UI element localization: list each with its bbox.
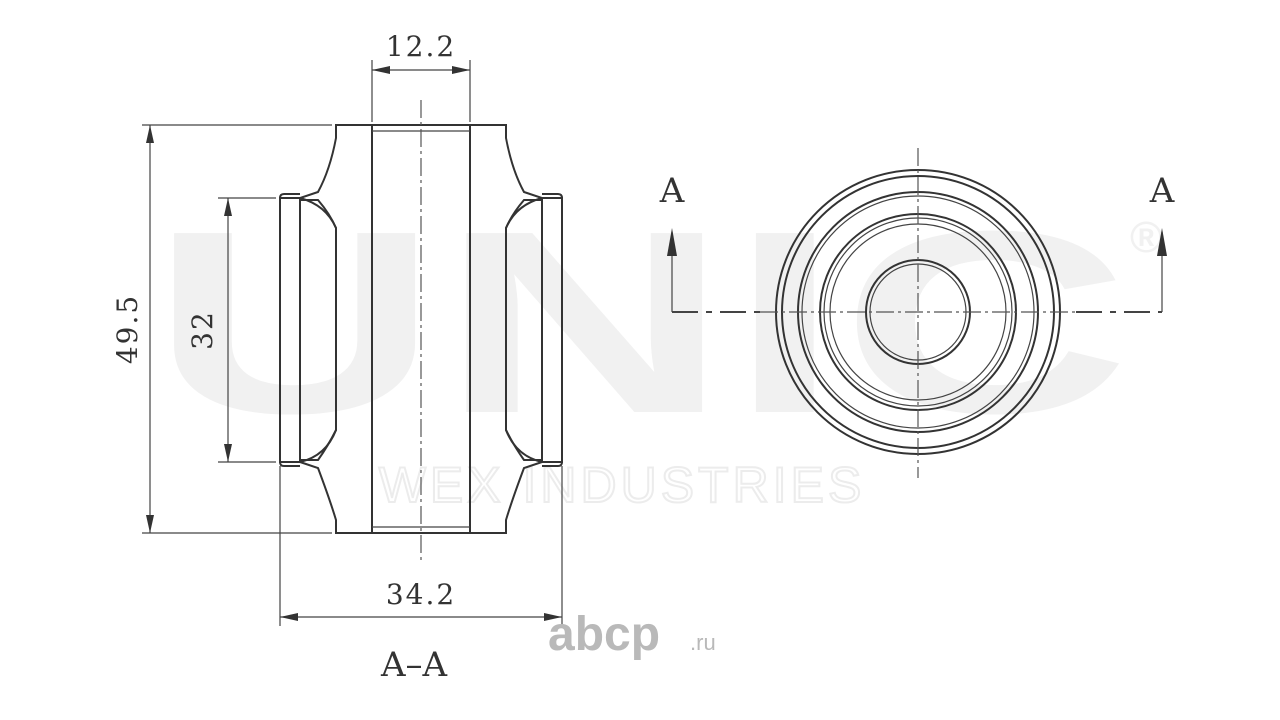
watermark-brand: UNIC xyxy=(150,178,1130,468)
dimension-inner-bore: 12.2 xyxy=(371,30,471,122)
section-cut-line: A A xyxy=(659,171,1175,313)
dimension-overall-height-label: 49.5 xyxy=(111,294,144,364)
watermark-subtitle: WEX INDUSTRIES xyxy=(379,457,866,513)
section-marker-right: A xyxy=(1149,171,1175,211)
dimension-overall-width-label: 34.2 xyxy=(386,578,456,611)
inner-tube-right xyxy=(469,124,546,534)
section-caption: A–A xyxy=(380,645,448,685)
site-logo-domain: .ru xyxy=(690,630,716,655)
dimension-outer-height: 32 xyxy=(186,197,276,463)
section-marker-left: A xyxy=(659,171,685,211)
dimension-outer-height-label: 32 xyxy=(186,310,219,350)
end-view xyxy=(760,148,1076,478)
site-logo: abcp .ru xyxy=(548,608,716,661)
inner-tube-left xyxy=(296,124,373,534)
dimension-inner-bore-label: 12.2 xyxy=(386,30,456,63)
section-view xyxy=(279,100,563,560)
dimension-overall-width: 34.2 xyxy=(279,466,563,626)
site-logo-name: abcp xyxy=(548,608,660,661)
dimension-overall-height: 49.5 xyxy=(111,124,332,534)
watermark-registered-mark: ® xyxy=(1130,213,1162,262)
